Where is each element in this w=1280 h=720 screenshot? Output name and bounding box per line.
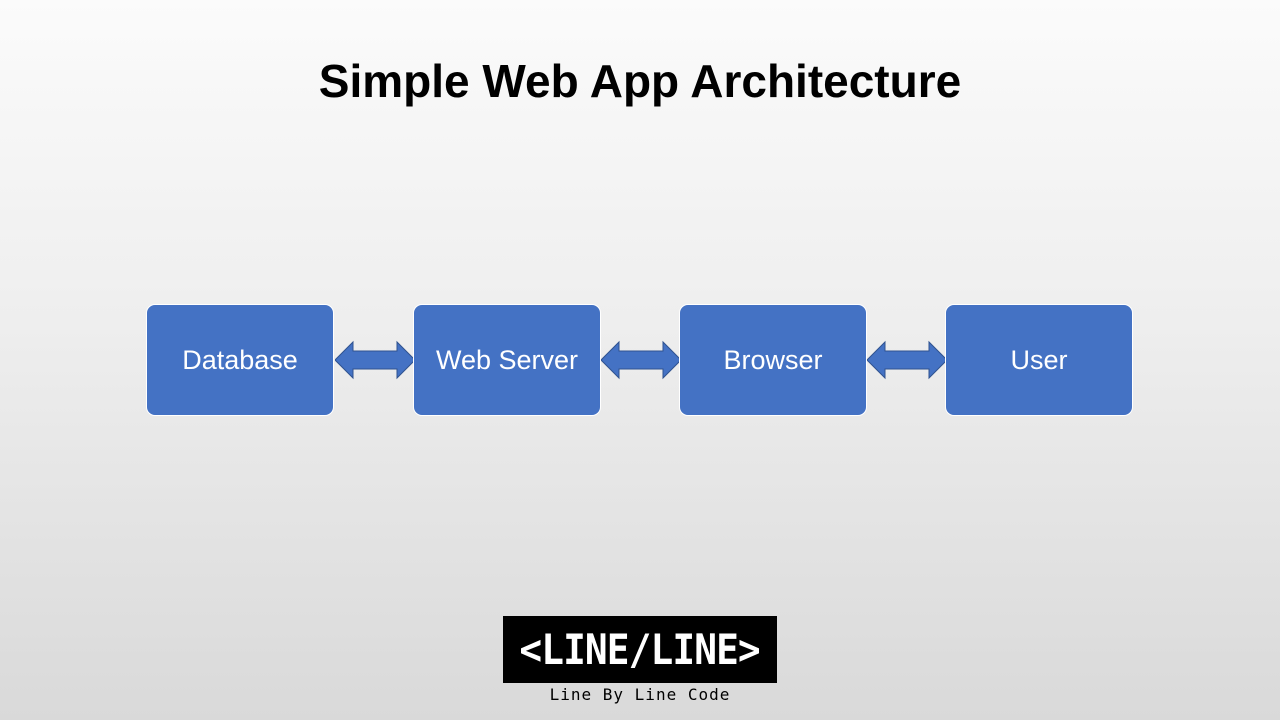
browser-node: Browser (679, 304, 867, 416)
database-label: Database (182, 344, 298, 375)
browser-label: Browser (723, 344, 823, 375)
web-server-label: Web Server (435, 344, 579, 375)
logo-mark: <LINE/LINE> (519, 625, 761, 674)
web-server-node: Web Server (413, 304, 601, 416)
user-label: User (1010, 344, 1068, 375)
browser-user-arrow (867, 340, 947, 380)
logo-tagline: Line By Line Code (549, 685, 731, 704)
database-webserver-arrow (335, 340, 415, 380)
slide-title: Simple Web App Architecture (318, 55, 962, 107)
webserver-browser-arrow (601, 340, 681, 380)
line-by-line-logo: <LINE/LINE> (503, 616, 777, 683)
database-node: Database (146, 304, 334, 416)
user-node: User (945, 304, 1133, 416)
